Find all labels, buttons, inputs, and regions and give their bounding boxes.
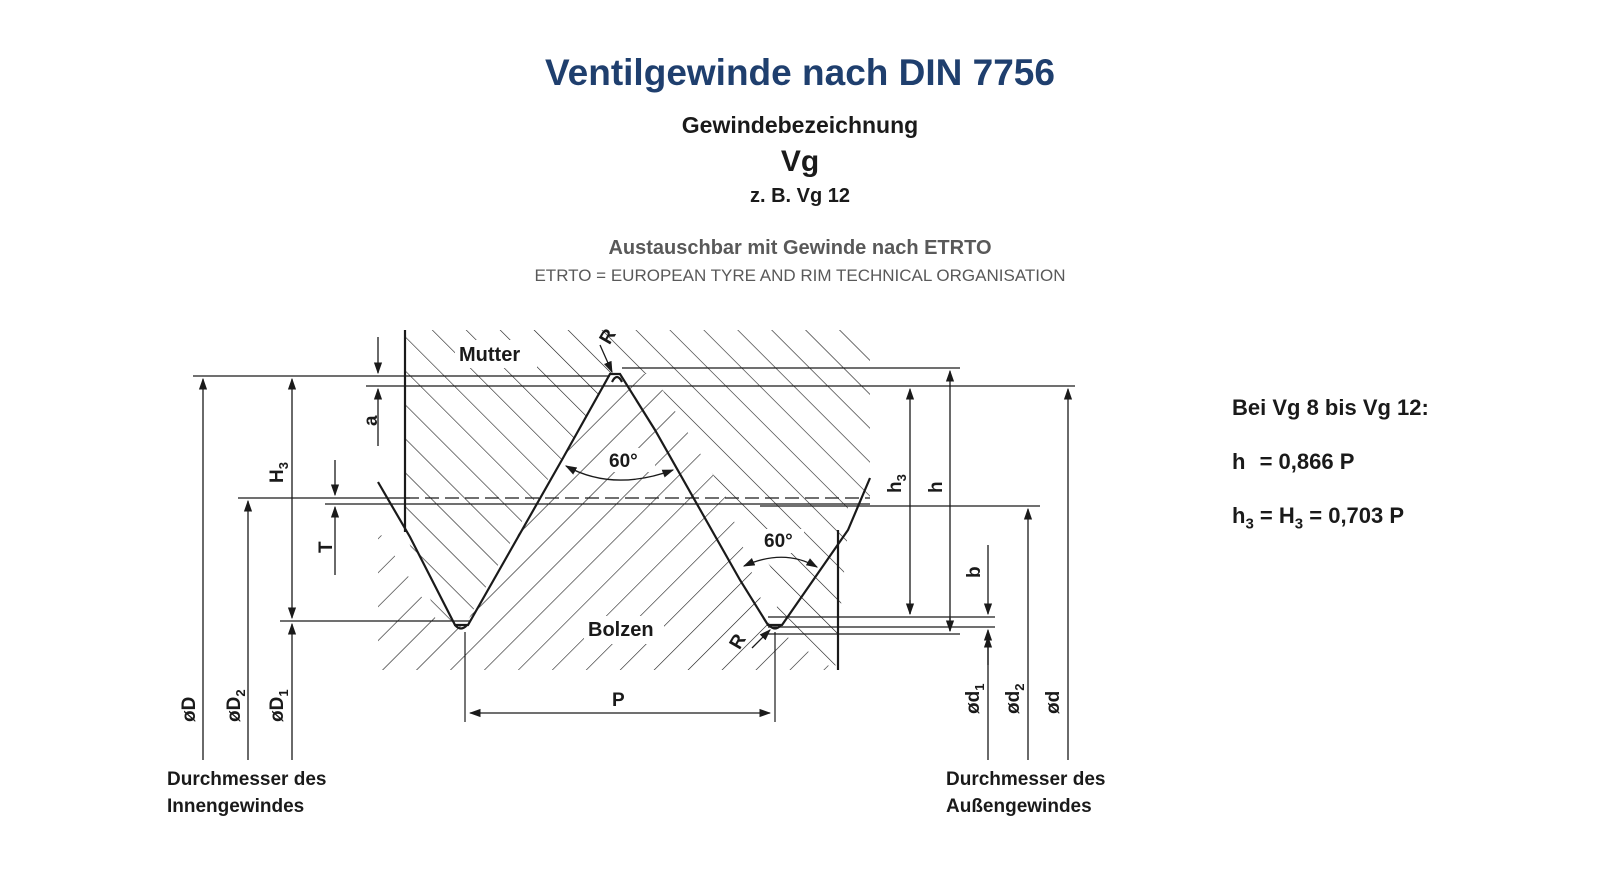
- formula-h-rhs: = 0,866 P: [1259, 449, 1355, 474]
- nut-label: Mutter: [459, 344, 520, 366]
- H3-label: H3: [267, 462, 291, 483]
- formula-range: Bei Vg 8 bis Vg 12:: [1232, 395, 1429, 420]
- h-label: h: [926, 481, 947, 493]
- h3-label: h3: [885, 474, 909, 493]
- bolt-label: Bolzen: [588, 619, 654, 641]
- formula-h3-sub: 3: [1245, 515, 1254, 533]
- angle-arc-top: [564, 465, 675, 481]
- designation-code: Vg: [780, 145, 820, 178]
- radius-arrow-top: [599, 344, 613, 374]
- etrto-definition: ETRTO = EUROPEAN TYRE AND RIM TECHNICAL …: [534, 266, 1066, 285]
- a-label: a: [361, 415, 382, 426]
- nut-section: [405, 330, 870, 670]
- designation-heading: Gewindebezeichnung: [681, 112, 919, 138]
- pitch-label: P: [612, 690, 625, 711]
- bolt-section: [378, 374, 835, 670]
- internal-thread-caption: Durchmesser des Innengewindes: [167, 766, 326, 820]
- external-thread-caption: Durchmesser des Außengewindes: [946, 766, 1105, 820]
- D-label: øD: [179, 697, 200, 722]
- formula-H3-sub: 3: [1294, 515, 1304, 533]
- caption-line: Durchmesser des: [946, 769, 1106, 790]
- page-title: Ventilgewinde nach DIN 7756: [545, 52, 1055, 93]
- D2-label: øD2: [224, 689, 248, 722]
- formula-h: h = 0,866 P: [1232, 449, 1354, 475]
- d-label: ød: [1043, 691, 1064, 714]
- b-label: b: [964, 566, 985, 578]
- d1-label: ød1: [963, 684, 987, 714]
- formula-h3-lhs: h: [1232, 503, 1246, 528]
- angle-label-top: 60°: [609, 451, 638, 472]
- formula-h3-eq: = H: [1259, 503, 1295, 528]
- caption-line: Innengewindes: [167, 796, 305, 817]
- D1-label: øD1: [267, 689, 291, 722]
- radius-arrow-bottom: [751, 629, 771, 649]
- angle-label-bottom: 60°: [764, 531, 793, 552]
- caption-line: Durchmesser des: [167, 769, 327, 790]
- thread-profile-line: [377, 330, 872, 670]
- formula-h3-rhs: = 0,703 P: [1309, 503, 1405, 528]
- reference-lines: [193, 367, 1075, 722]
- caption-line: Außengewindes: [946, 796, 1092, 817]
- designation-example: z. B. Vg 12: [749, 185, 851, 207]
- T-label: T: [316, 541, 337, 553]
- angle-arc-bottom: [742, 556, 819, 568]
- formula-h3: h3 = H3 = 0,703 P: [1232, 503, 1404, 532]
- formula-h-lhs: h: [1232, 449, 1246, 474]
- interchangeable-note: Austauschbar mit Gewinde nach ETRTO: [608, 237, 992, 259]
- d2-label: ød2: [1003, 684, 1027, 714]
